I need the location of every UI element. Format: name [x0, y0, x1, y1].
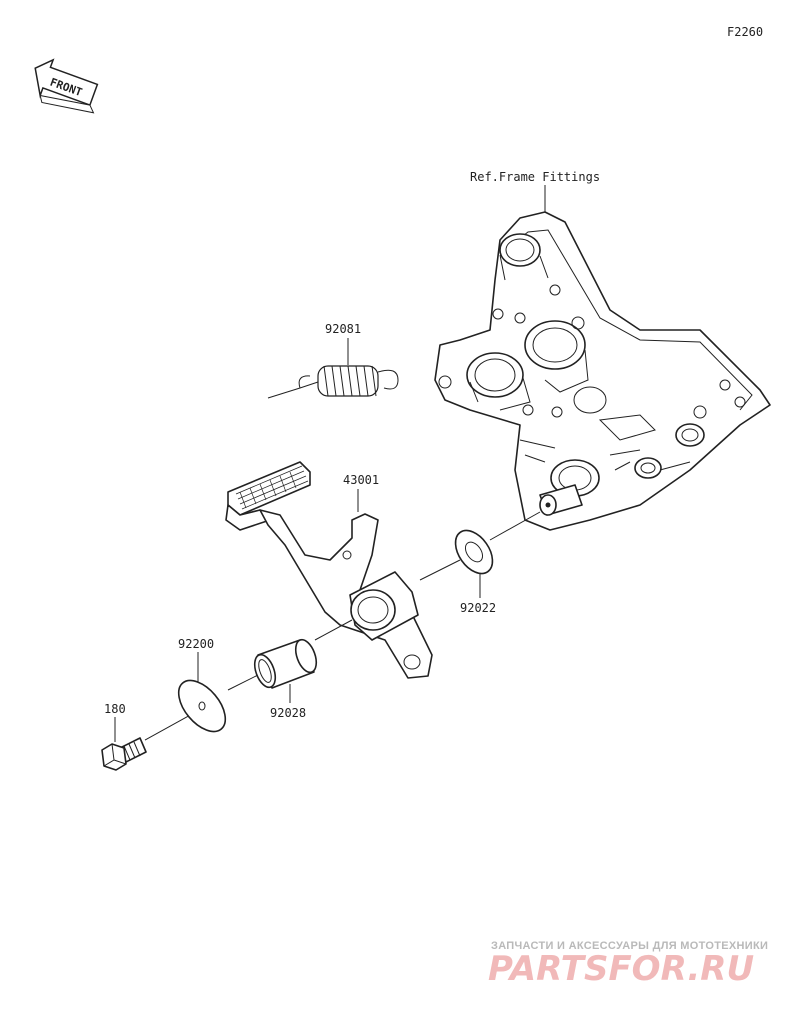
axis-line-3	[314, 619, 353, 641]
part-label-spring: 92081	[325, 322, 361, 336]
axis-line-2	[489, 511, 541, 541]
axis-line-1	[419, 559, 461, 581]
watermark-tagline: ЗАПЧАСТИ И АКСЕССУАРЫ ДЛЯ МОТОТЕХНИКИ	[491, 940, 768, 952]
part-label-bolt: 180	[104, 702, 126, 716]
return-spring	[267, 365, 399, 399]
diagram-code: F2260	[727, 25, 763, 39]
washer	[454, 529, 494, 575]
part-label-washer: 92022	[460, 601, 496, 615]
axis-line-5	[144, 713, 193, 741]
axis-line-4	[227, 674, 259, 691]
front-arrow-icon: FRONT	[34, 58, 99, 114]
part-label-plate-washer: 92200	[178, 637, 214, 651]
ref-frame-label: Ref.Frame Fittings	[470, 170, 600, 184]
hex-bolt	[101, 737, 147, 771]
plate-washer	[177, 679, 227, 733]
watermark-logo: PARTSFOR.RU	[488, 949, 754, 989]
collar	[253, 638, 318, 689]
brake-pedal	[225, 461, 433, 679]
part-label-collar: 92028	[270, 706, 306, 720]
frame-fitting-bracket	[434, 211, 771, 531]
part-label-pedal: 43001	[343, 473, 379, 487]
